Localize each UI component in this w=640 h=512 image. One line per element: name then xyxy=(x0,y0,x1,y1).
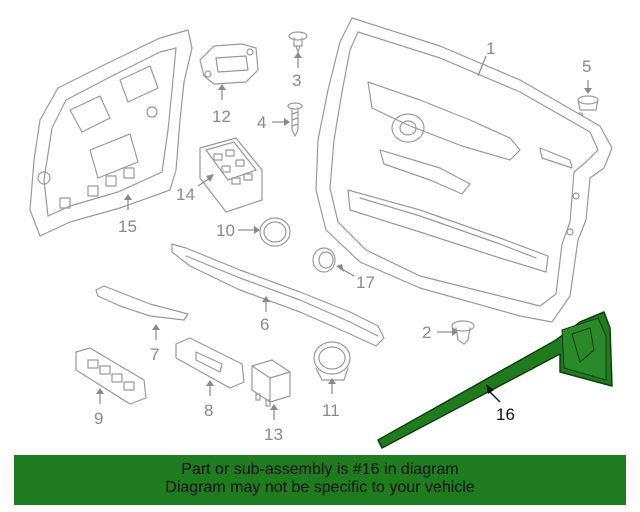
part-15-door-carrier xyxy=(29,29,193,237)
callout-label: 11 xyxy=(322,401,340,420)
callout-6: 6 xyxy=(260,296,270,334)
callout-16: 16 xyxy=(486,384,515,424)
callout-5: 5 xyxy=(582,57,592,94)
part-6-trim-strip xyxy=(171,243,385,347)
callout-label: 9 xyxy=(94,409,103,428)
callout-1: 1 xyxy=(477,39,495,77)
callout-label: 17 xyxy=(356,273,375,292)
part-16-seal-strip xyxy=(377,311,613,449)
callout-label: 1 xyxy=(486,39,495,58)
callout-label: 5 xyxy=(582,57,591,76)
callout-12: 12 xyxy=(212,84,231,126)
callout-8: 8 xyxy=(204,380,214,420)
callout-label: 6 xyxy=(260,315,269,334)
callout-label: 4 xyxy=(257,113,266,132)
callout-14: 14 xyxy=(176,174,214,204)
callout-label: 13 xyxy=(264,425,283,444)
part-3-clip xyxy=(288,31,308,53)
callout-7: 7 xyxy=(150,324,160,364)
part-12-handle-bracket xyxy=(199,43,259,85)
info-banner: Part or sub-assembly is #16 in diagram D… xyxy=(14,455,626,505)
part-4-screw xyxy=(287,102,303,137)
banner-line-1: Part or sub-assembly is #16 in diagram xyxy=(181,461,459,478)
callout-label: 15 xyxy=(118,217,137,236)
part-7-trim-piece xyxy=(95,285,189,321)
callout-2: 2 xyxy=(422,323,458,342)
callout-15: 15 xyxy=(118,194,137,236)
callout-label: 7 xyxy=(150,345,159,364)
parts-diagram: 1 2 3 4 5 6 7 8 9 10 xyxy=(29,17,613,449)
part-9-switch-panel xyxy=(75,347,147,405)
callout-4: 4 xyxy=(257,113,290,132)
part-2-rivet xyxy=(451,320,475,345)
part-11-speaker-ring xyxy=(313,341,351,381)
callout-11: 11 xyxy=(322,378,340,420)
part-1-door-trim-panel xyxy=(315,17,613,323)
callout-3: 3 xyxy=(292,52,302,90)
part-14-window-switch xyxy=(199,137,263,213)
callout-label: 3 xyxy=(292,71,301,90)
callout-label: 14 xyxy=(176,185,195,204)
part-13-switch xyxy=(251,359,291,407)
callout-9: 9 xyxy=(94,388,104,428)
callout-label: 8 xyxy=(204,401,213,420)
part-8-switch-bezel xyxy=(175,337,245,389)
callout-label: 2 xyxy=(422,323,431,342)
callout-label: 12 xyxy=(212,107,231,126)
callout-label: 10 xyxy=(216,221,235,240)
banner-line-2: Diagram may not be specific to your vehi… xyxy=(165,479,475,496)
callout-label-highlighted: 16 xyxy=(496,405,515,424)
part-17-cap xyxy=(312,247,336,273)
callout-17: 17 xyxy=(336,264,375,292)
part-10-speaker-grille xyxy=(259,217,291,247)
callout-10: 10 xyxy=(216,221,260,240)
callout-13: 13 xyxy=(264,404,283,444)
